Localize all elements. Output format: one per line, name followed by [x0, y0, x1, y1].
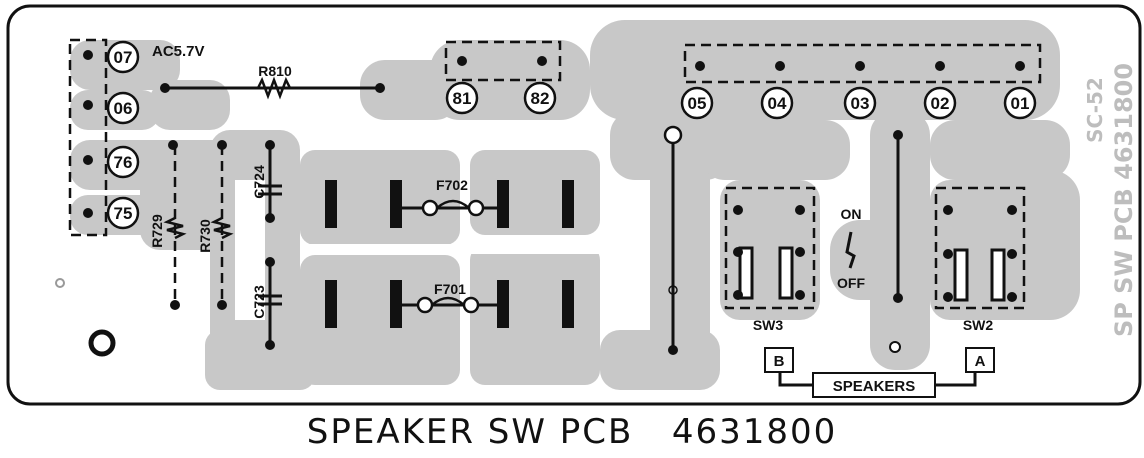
fuses — [416, 199, 485, 314]
connector-03-label: 03 — [851, 94, 870, 113]
r810-label: R810 — [258, 63, 292, 79]
connector-75-label: 75 — [114, 204, 133, 223]
r730-label: R730 — [197, 219, 213, 253]
connector-06-label: 06 — [114, 99, 133, 118]
sw2-label: SW2 — [963, 317, 994, 333]
caption-title: SPEAKER SW PCB — [306, 412, 634, 452]
connector-02-label: 02 — [931, 94, 950, 113]
r729-label: R729 — [149, 214, 165, 248]
r730-body — [210, 216, 234, 240]
r729-body — [163, 216, 187, 240]
f701-label: F701 — [434, 281, 466, 297]
speaker-boxes — [764, 347, 995, 398]
switch-on-label: ON — [841, 206, 862, 222]
connector-01-label: 01 — [1011, 94, 1030, 113]
capacitors — [258, 184, 282, 306]
sw3-outline — [724, 186, 816, 310]
f701-end-left — [416, 296, 434, 314]
speaker-a-label: A — [975, 353, 986, 370]
connector-82-label: 82 — [531, 89, 550, 108]
caption-number: 4631800 — [671, 412, 838, 452]
connector-05-label: 05 — [688, 94, 707, 113]
board-side-title: SP SW PCB 4631800 — [1110, 63, 1138, 337]
f701-end-right — [462, 296, 480, 314]
board-caption: SPEAKER SW PCB 4631800 — [0, 412, 1144, 452]
switch-direction-arrow — [845, 231, 856, 269]
pcb-board: 07 06 76 75 81 82 05 04 03 02 01 AC5.7V … — [6, 4, 1142, 406]
rect-pads — [325, 180, 574, 328]
connector-01-05-outline — [683, 43, 1042, 84]
mounting-holes — [55, 125, 901, 357]
board-code-label: SC-52 — [1083, 77, 1107, 143]
connector-76-label: 76 — [114, 153, 133, 172]
f702-wire — [436, 199, 470, 209]
speaker-b-label: B — [774, 353, 785, 370]
mounting-hole — [88, 329, 116, 357]
solder-dots — [83, 50, 1025, 355]
f702-end-left — [421, 199, 439, 217]
c723-label: C723 — [251, 285, 267, 319]
sw3-label: SW3 — [753, 317, 784, 333]
f701-wire — [431, 296, 465, 306]
c724-label: C724 — [251, 165, 267, 199]
r810-body — [256, 76, 292, 100]
connector-circles — [106, 40, 1037, 230]
switch-off-label: OFF — [837, 275, 865, 291]
f702-end-right — [467, 199, 485, 217]
connector-04-label: 04 — [768, 94, 787, 113]
connector-81-label: 81 — [453, 89, 472, 108]
connector-81-82-outline — [444, 40, 562, 82]
resistors — [163, 76, 292, 240]
supply-voltage-label: AC5.7V — [152, 43, 205, 60]
connector-left-outline — [68, 38, 108, 237]
f702-label: F702 — [436, 177, 468, 193]
speakers-label: SPEAKERS — [833, 378, 916, 395]
switch-slots — [738, 246, 1006, 302]
sw2-outline — [934, 186, 1026, 310]
connector-07-label: 07 — [114, 48, 133, 67]
